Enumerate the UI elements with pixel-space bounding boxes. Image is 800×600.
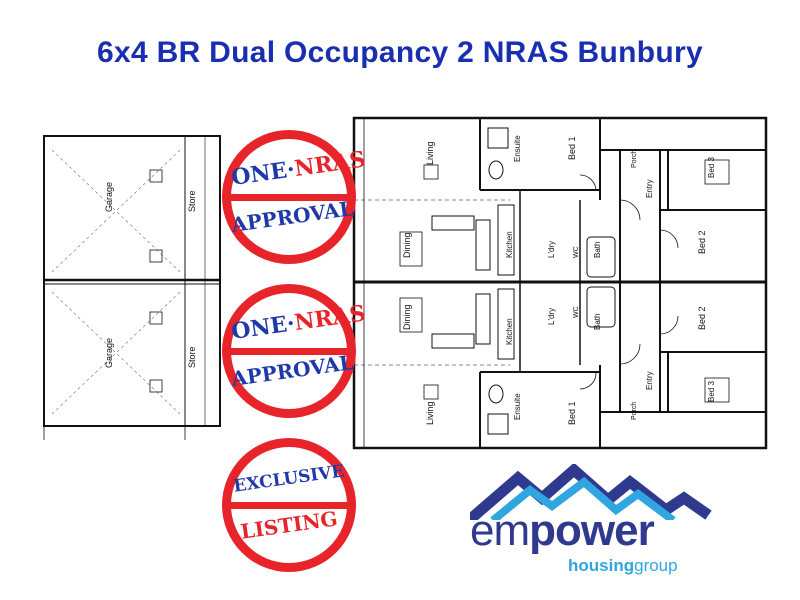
plan-label-living-bottom: Living	[425, 401, 435, 425]
stamp-text-approval: APPROVAL	[229, 350, 355, 391]
logo-roofline-icon	[470, 464, 712, 520]
logo-subtitle: housinggroup	[568, 556, 678, 576]
plan-label-entry-bottom: Entry	[645, 371, 654, 390]
stamp-text-one: ONE·	[229, 156, 297, 191]
plan-label-dining-top: Dining	[402, 232, 412, 258]
plan-label-ensuite-bottom: Ensuite	[513, 393, 522, 420]
nras-approval-stamp: ONE·NRAS APPROVAL	[222, 284, 367, 418]
page-title: 6x4 BR Dual Occupancy 2 NRAS Bunbury	[97, 36, 703, 69]
plan-label-porch-bottom: Porch	[631, 402, 638, 420]
plan-label-garage-bottom: Garage	[104, 338, 114, 368]
plan-label-living-top: Living	[425, 141, 435, 165]
empower-housing-group-logo: empower housinggroup	[470, 464, 730, 584]
logo-word-em: em	[470, 506, 530, 555]
stamp-text-approval: APPROVAL	[229, 196, 355, 237]
plan-label-wc-bottom: WC	[573, 306, 580, 318]
plan-label-ldry-bottom: L'dry	[547, 308, 556, 325]
plan-label-store-top: Store	[187, 190, 197, 212]
plan-label-bed2-bottom: Bed 2	[697, 306, 707, 330]
plan-label-bed1-top: Bed 1	[567, 136, 577, 160]
plan-label-store-bottom: Store	[187, 346, 197, 368]
plan-label-bed1-bottom: Bed 1	[567, 401, 577, 425]
plan-label-wc-top: WC	[573, 246, 580, 258]
plan-label-garage-top: Garage	[104, 182, 114, 212]
plan-label-dining-bottom: Dining	[402, 304, 412, 330]
plan-label-bed3-bottom: Bed 3	[707, 381, 716, 402]
logo-wordmark: empower	[470, 508, 730, 554]
logo-word-power: power	[529, 506, 655, 555]
logo-sub-housing: housing	[568, 556, 635, 575]
plan-label-kitchen-bottom: Kitchen	[505, 318, 514, 345]
stamp-text-one: ONE·	[229, 310, 297, 345]
stamp-text-listing: LISTING	[239, 506, 339, 544]
plan-label-kitchen-top: Kitchen	[505, 231, 514, 258]
plan-label-bath-top: Bath	[593, 242, 602, 258]
plan-label-bed2-top: Bed 2	[697, 230, 707, 254]
plan-label-ldry-top: L'dry	[547, 241, 556, 258]
plan-label-porch-top: Porch	[631, 150, 638, 168]
plan-label-entry-top: Entry	[645, 179, 654, 198]
nras-approval-stamp: ONE·NRAS APPROVAL	[222, 130, 367, 264]
plan-label-bath-bottom: Bath	[593, 314, 602, 330]
plan-label-ensuite-top: Ensuite	[513, 135, 522, 162]
logo-sub-group: group	[634, 556, 678, 575]
plan-label-bed3-top: Bed 3	[707, 157, 716, 178]
exclusive-listing-stamp: EXCLUSIVE LISTING	[222, 438, 356, 572]
stamp-text-exclusive: EXCLUSIVE	[232, 461, 346, 497]
